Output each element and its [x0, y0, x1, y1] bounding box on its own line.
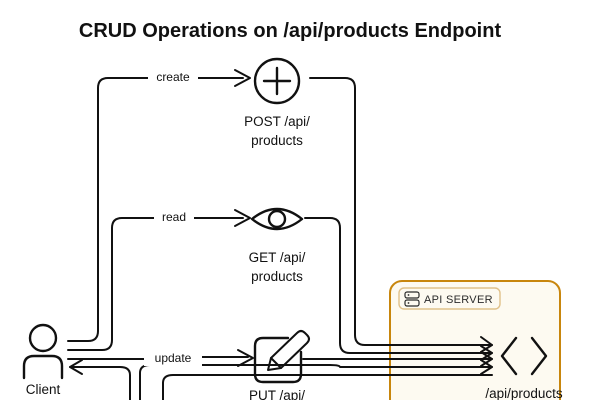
node-get-label-line1: GET /api/: [249, 250, 306, 265]
flow-delete-to-server: [162, 374, 493, 400]
flow-get-to-server: [304, 217, 493, 354]
arrowhead-create: [234, 69, 251, 87]
code-brackets-icon: [500, 336, 548, 376]
person-icon: [22, 323, 64, 380]
response-arrowhead: [69, 359, 83, 375]
endpoint-label: /api/products: [485, 386, 563, 400]
server-icon: [404, 291, 420, 307]
plus-circle-icon: [253, 57, 301, 105]
endpoint-node[interactable]: /api/products: [485, 336, 563, 400]
plus-icon-strokes: [262, 66, 292, 96]
flow-client-to-post: [67, 77, 244, 342]
edge-label-create: create: [148, 69, 198, 85]
flow-client-to-get: [67, 217, 244, 351]
edge-label-update-text: update: [155, 351, 192, 365]
flow-post-to-server: [309, 77, 493, 346]
flow-response-to-client: [69, 366, 131, 400]
edge-label-update: update: [144, 350, 202, 366]
edge-label-read: read: [154, 209, 194, 225]
api-server-container: API SERVER: [389, 280, 561, 400]
node-put[interactable]: PUT /api/: [249, 330, 310, 400]
eye-icon: [250, 207, 304, 231]
node-post-label-line1: POST /api/: [244, 114, 310, 129]
pencil-square-icon: [253, 330, 310, 384]
node-post-label-line2: products: [251, 133, 303, 148]
actor-client[interactable]: Client: [22, 323, 64, 397]
actor-client-label: Client: [26, 382, 61, 397]
api-server-badge-label: API SERVER: [424, 294, 493, 306]
server-inbound-arrowheads: [480, 336, 493, 375]
node-put-label-line1: PUT /api/: [249, 388, 305, 400]
node-get[interactable]: GET /api/ products: [249, 207, 306, 284]
page-title: CRUD Operations on /api/products Endpoin…: [79, 20, 502, 42]
edge-label-read-text: read: [162, 210, 186, 224]
arrowhead-update: [237, 349, 254, 367]
arrowhead-read: [234, 209, 251, 227]
node-post[interactable]: POST /api/ products: [244, 57, 310, 148]
api-server-badge: [398, 287, 501, 310]
api-server-box: [389, 280, 561, 400]
node-get-label-line2: products: [251, 269, 303, 284]
edge-label-create-text: create: [156, 70, 190, 84]
